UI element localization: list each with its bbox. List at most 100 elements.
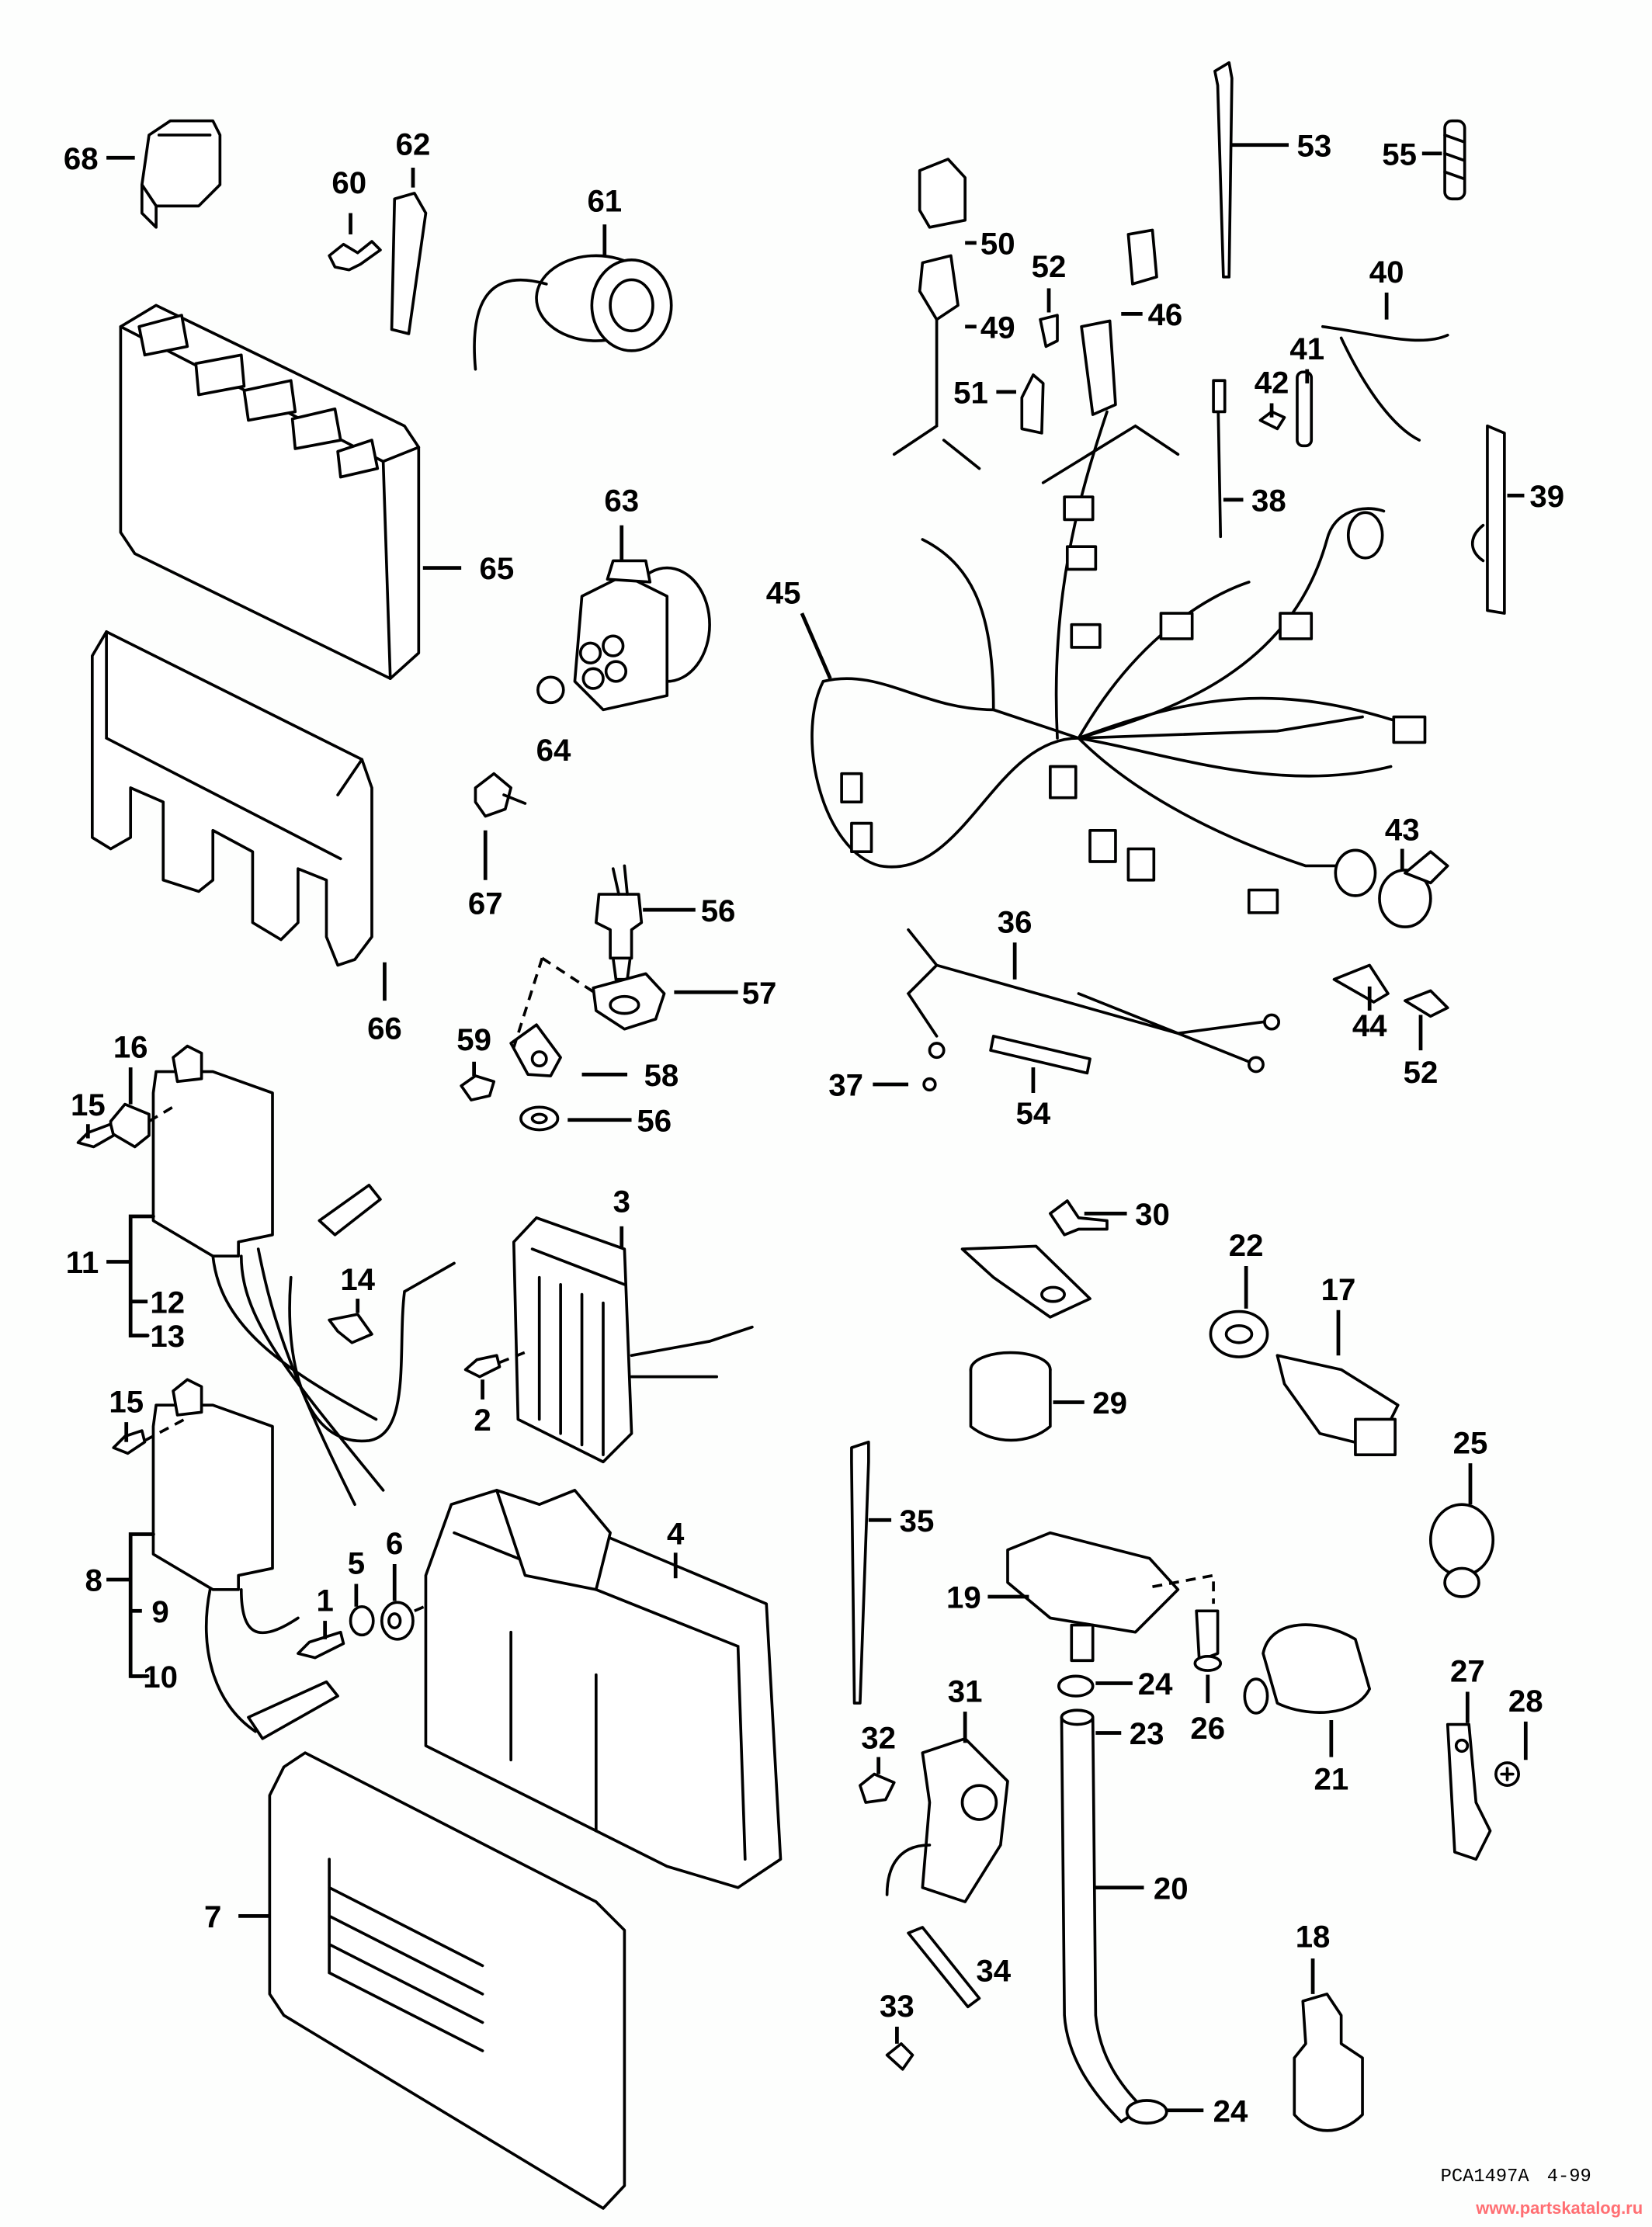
callout: 37 (828, 1068, 909, 1103)
callout-number: 53 (1297, 128, 1332, 163)
callout-number: 59 (456, 1022, 491, 1057)
callout-number: 24 (1213, 2093, 1248, 2128)
callout: 3 (613, 1185, 630, 1250)
watermark: www.partskatalog.ru (1475, 2198, 1643, 2218)
callout: 25 (1453, 1425, 1487, 1505)
callout-number: 61 (587, 184, 622, 219)
part-sensor-17 (1275, 1354, 1400, 1457)
callout: 63 (604, 483, 639, 561)
part-box-4 (424, 1489, 783, 1889)
callout: 27 (1450, 1654, 1485, 1723)
callout-number: 5 (348, 1546, 365, 1581)
callout: 31 (948, 1674, 983, 1743)
part-clamp-24b (1125, 2099, 1168, 2125)
part-sender-29 (960, 1244, 1092, 1442)
callout-number: 14 (340, 1262, 375, 1297)
callout-number: 13 (150, 1319, 185, 1354)
part-harness-45 (810, 158, 1427, 914)
drawing-date: 4-99 (1547, 2166, 1591, 2187)
callout-number: 62 (396, 127, 431, 162)
part-harness-36 (906, 928, 1281, 1074)
drawing-code: PCA1497A (1441, 2166, 1530, 2187)
callout-number: 29 (1092, 1386, 1127, 1420)
callout: 28 (1508, 1684, 1543, 1760)
callout: 29 (1053, 1386, 1127, 1420)
part-solenoid-63 (573, 559, 711, 712)
callout-number: 50 (980, 227, 1015, 262)
part-screw-30 (1049, 1199, 1109, 1237)
part-coil-11 (151, 1044, 456, 1506)
callout: 55 (1382, 137, 1442, 172)
callout-number: 17 (1321, 1272, 1356, 1307)
callout: 9 (130, 1594, 169, 1629)
part-plate-58 (509, 956, 597, 1077)
part-sleeve-54 (989, 1035, 1092, 1075)
callout: 35 (868, 1504, 934, 1538)
callout-number: 28 (1508, 1684, 1543, 1719)
callout: 64 (536, 733, 571, 768)
callout-number: 33 (880, 1989, 914, 2024)
callout-number: 49 (980, 310, 1015, 345)
callout-number: 42 (1255, 366, 1289, 401)
callout-number: 60 (331, 165, 366, 200)
callout-number: 39 (1529, 479, 1564, 514)
part-bolt-52b (1404, 989, 1449, 1018)
part-switch-31 (885, 1736, 1009, 1903)
callout-number: 12 (150, 1285, 185, 1320)
callout: 40 (1369, 255, 1404, 320)
callout-number: 3 (613, 1185, 630, 1219)
callout-number: 45 (766, 575, 801, 610)
callout-number: 30 (1135, 1197, 1170, 1232)
part-bolt-32 (859, 1772, 896, 1804)
part-bolt-2 (463, 1350, 529, 1379)
part-strap-39 (1471, 424, 1506, 615)
callout: 45 (766, 575, 832, 680)
part-spiral-55 (1443, 119, 1466, 201)
callout: 1 (316, 1583, 334, 1639)
part-regulator-3 (512, 1216, 754, 1464)
part-module-65 (119, 304, 421, 680)
part-coil-8 (151, 1378, 339, 1740)
callout: 41 (1289, 331, 1324, 383)
callout: 22 (1229, 1228, 1264, 1309)
part-sensor-19 (1006, 1531, 1215, 1663)
callout-number: 51 (953, 375, 988, 410)
callout-number: 66 (367, 1011, 402, 1046)
callout: 59 (456, 1022, 491, 1077)
callout: 5 (348, 1546, 365, 1607)
callout: 12 (130, 1285, 185, 1320)
callout: 34 (976, 1953, 1011, 1988)
callout: 43 (1385, 813, 1420, 870)
callout: 57 (674, 976, 776, 1011)
callout-number: 2 (474, 1403, 491, 1438)
part-wire-38 (1212, 379, 1227, 539)
callout-number: 54 (1016, 1096, 1051, 1131)
callout: 53 (1231, 128, 1332, 163)
callout: 39 (1507, 479, 1564, 514)
part-tie-35 (850, 1440, 870, 1705)
part-bolt-42 (1258, 410, 1286, 431)
part-harness-40 (1321, 324, 1449, 442)
callout: 19 (946, 1580, 1029, 1615)
callout-number: 68 (64, 141, 99, 176)
callout-number: 7 (204, 1899, 221, 1934)
callout: 58 (581, 1058, 678, 1093)
leader-line (800, 612, 832, 680)
part-bolt-33 (885, 2042, 914, 2071)
callout: 52 (1032, 249, 1066, 313)
callout-number: 64 (536, 733, 571, 768)
callout: 17 (1321, 1272, 1356, 1356)
callout: 60 (331, 165, 366, 234)
callout: 15 (109, 1384, 144, 1442)
part-screw-28 (1494, 1761, 1520, 1787)
part-washer-56 (519, 1105, 560, 1132)
callout: 30 (1084, 1197, 1170, 1232)
part-sender-56 (595, 864, 644, 981)
part-switch-61 (473, 254, 673, 371)
part-bolt-60 (328, 240, 382, 272)
callout: 2 (474, 1379, 491, 1438)
callout: 52 (1404, 1015, 1438, 1090)
part-cap-64 (536, 675, 565, 705)
callout: 26 (1190, 1674, 1225, 1746)
part-clamp-25 (1428, 1503, 1495, 1598)
